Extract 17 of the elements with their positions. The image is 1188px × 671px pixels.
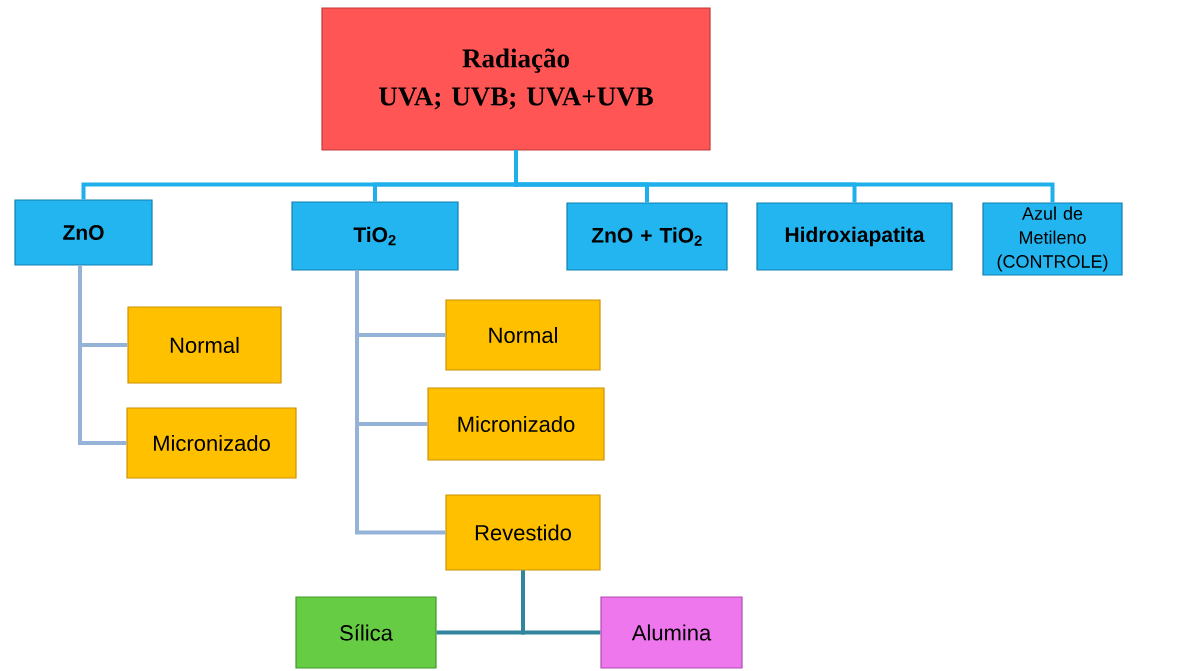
connector-line: [78, 265, 127, 445]
connector-line: [521, 570, 601, 635]
subcategory-box: Micronizado: [126, 407, 297, 479]
category-box: Hidroxiapatita: [756, 202, 953, 271]
subcategory-box: Normal: [127, 306, 282, 384]
subcategory-box: Alumina: [600, 596, 743, 669]
connector-line: [514, 150, 1055, 203]
subcategory-box: Revestido: [445, 494, 601, 571]
category-box: ZnO + TiO$_{2}$: [566, 202, 728, 271]
subcategory-box: Normal: [445, 299, 601, 371]
category-box: TiO$_{2}$: [291, 201, 459, 271]
connector-line: [355, 270, 446, 535]
category-box: ZnO: [14, 199, 153, 266]
subcategory-box: Micronizado: [427, 387, 605, 461]
category-box: Azul de Metileno (CONTROLE): [982, 202, 1123, 276]
title-box: Radiação UVA; UVB; UVA+UVB: [321, 7, 711, 151]
subcategory-box: Sílica: [295, 596, 437, 669]
